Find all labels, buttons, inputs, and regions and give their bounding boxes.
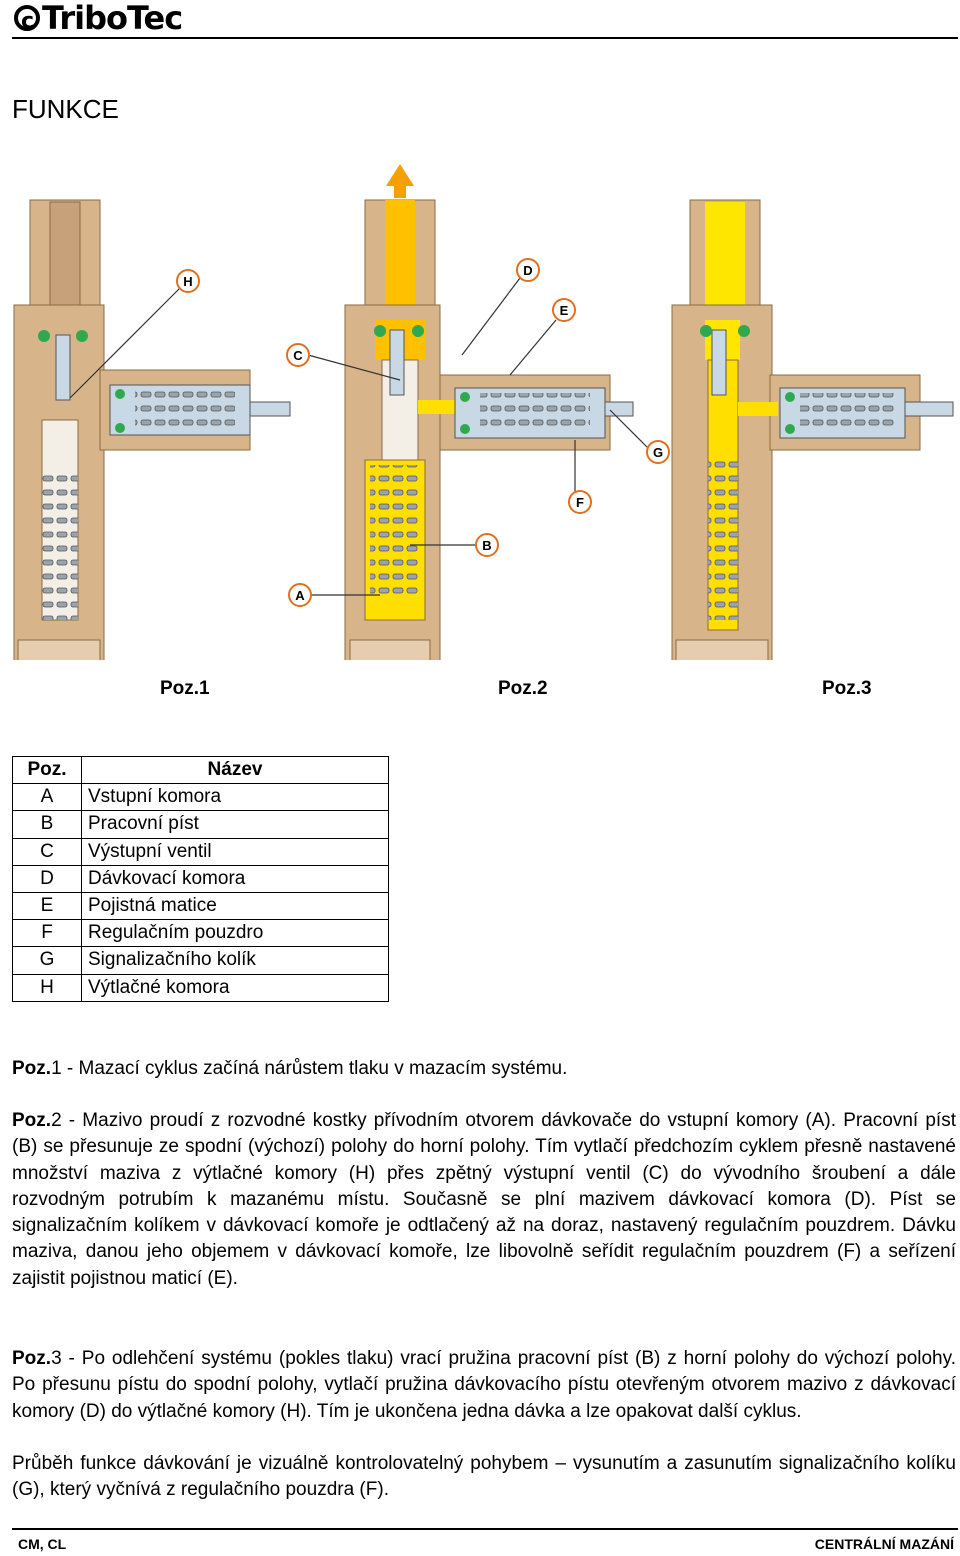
poz2-label: Poz.2 xyxy=(498,678,548,699)
table-cell-name: Výtlačné komora xyxy=(81,973,389,1002)
footer-rule xyxy=(12,1528,958,1530)
svg-text:C: C xyxy=(293,348,303,363)
svg-text:G: G xyxy=(653,445,663,460)
callout-A: A xyxy=(288,583,312,607)
paragraph-text: 1 - Mazací cyklus začíná nárůstem tlaku … xyxy=(51,1058,568,1079)
paragraph-label: Poz. xyxy=(12,1058,52,1079)
column-header-poz: Poz. xyxy=(12,755,82,785)
seal-icon xyxy=(38,330,50,342)
poz1-label: Poz.1 xyxy=(160,678,210,699)
callout-F: F xyxy=(568,490,592,514)
table-cell-name: Regulačním pouzdro xyxy=(81,919,389,948)
callout-E: E xyxy=(552,298,576,322)
table-cell-key: C xyxy=(12,837,82,866)
paragraph-label: Poz. xyxy=(12,1110,52,1131)
seal-icon xyxy=(115,423,125,433)
valve-cross-section-figure: A B C D E F G H xyxy=(13,164,954,660)
paragraph-poz3: Poz.3 - Po odlehčení systému (pokles tla… xyxy=(12,1346,956,1425)
table-cell-name: Dávkovací komora xyxy=(81,864,389,893)
svg-text:D: D xyxy=(523,263,532,278)
paragraph-text: 3 - Po odlehčení systému (pokles tlaku) … xyxy=(12,1348,956,1422)
seal-icon xyxy=(412,325,424,337)
seal-icon xyxy=(76,330,88,342)
logo-symbol: c xyxy=(14,5,40,34)
callout-D: D xyxy=(516,258,540,282)
table-cell-name: Výstupní ventil xyxy=(81,837,389,866)
paragraph-label: Poz. xyxy=(12,1348,52,1369)
paragraph-poz2: Poz.2 - Mazivo proudí z rozvodné kostky … xyxy=(12,1108,956,1292)
table-cell-key: B xyxy=(12,810,82,839)
footer-right: CENTRÁLNÍ MAZÁNÍ xyxy=(814,1536,954,1552)
svg-text:A: A xyxy=(295,588,305,603)
logo-text: TriboTec xyxy=(42,0,183,37)
table-cell-key: F xyxy=(12,919,82,948)
seal-icon xyxy=(374,325,386,337)
svg-text:B: B xyxy=(482,538,491,553)
table-cell-key: E xyxy=(12,891,82,921)
table-cell-name: Vstupní komora xyxy=(81,783,389,812)
valve-poz2 xyxy=(344,164,634,660)
callout-C: C xyxy=(286,343,310,367)
svg-text:F: F xyxy=(576,495,584,510)
seal-icon xyxy=(785,392,795,402)
table-cell-name: Signalizačního kolík xyxy=(81,946,389,975)
seal-icon xyxy=(700,325,712,337)
table-header-row: Poz. Název xyxy=(12,755,389,785)
header-rule xyxy=(12,37,958,39)
page-title: FUNKCE xyxy=(12,94,119,124)
callout-H: H xyxy=(176,269,200,293)
callout-lines xyxy=(69,277,649,596)
svg-text:H: H xyxy=(183,274,192,289)
paragraph-text: 2 - Mazivo proudí z rozvodné kostky přív… xyxy=(12,1110,956,1289)
table-cell-name: Pojistná matice xyxy=(81,891,389,921)
callout-G: G xyxy=(646,440,670,464)
paragraph-poz1: Poz.1 - Mazací cyklus začíná nárůstem tl… xyxy=(12,1056,956,1082)
seal-icon xyxy=(115,389,125,399)
svg-text:E: E xyxy=(560,303,569,318)
table-cell-key: A xyxy=(12,783,82,812)
footer-left: CM, CL xyxy=(18,1536,67,1552)
tribotec-logo: c TriboTec xyxy=(14,0,183,37)
seal-icon xyxy=(738,325,750,337)
valve-poz1 xyxy=(13,199,291,660)
seal-icon xyxy=(460,392,470,402)
table-cell-key: D xyxy=(12,864,82,893)
seal-icon xyxy=(785,424,795,434)
flow-arrow-icon xyxy=(386,164,414,198)
table-cell-name: Pracovní píst xyxy=(81,810,389,839)
valve-poz3 xyxy=(671,199,954,660)
column-header-nazev: Název xyxy=(81,755,389,785)
callout-B: B xyxy=(475,533,499,557)
poz3-label: Poz.3 xyxy=(822,678,872,699)
table-cell-key: G xyxy=(12,946,82,975)
paragraph-summary: Průběh funkce dávkování je vizuálně kont… xyxy=(12,1453,956,1501)
table-cell-key: H xyxy=(12,973,82,1002)
seal-icon xyxy=(460,424,470,434)
